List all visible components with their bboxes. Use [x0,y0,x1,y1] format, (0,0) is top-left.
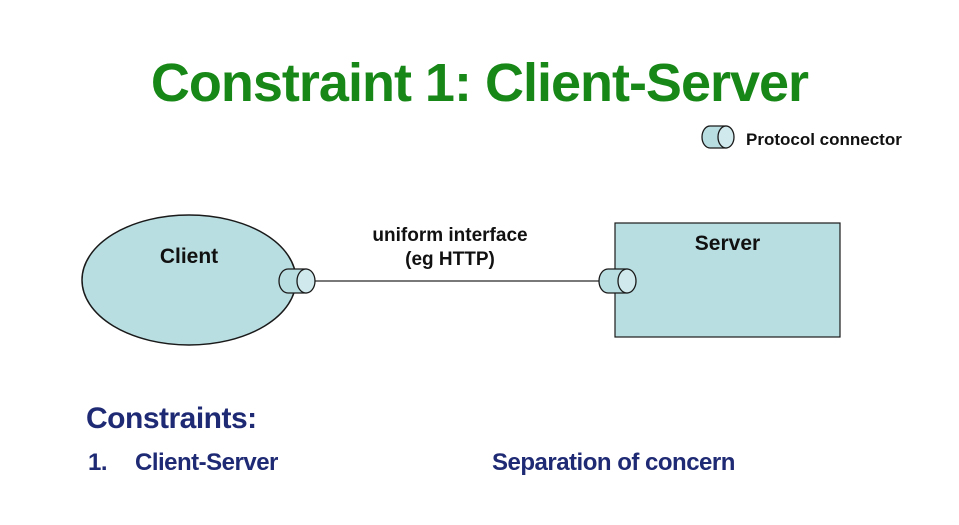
server-protocol-connector [598,268,637,294]
protocol-connector-icon [700,124,736,155]
constraint-item-number: 1. [88,449,108,476]
constraint-item-name: Client-Server [135,449,278,476]
client-protocol-connector [278,268,316,294]
server-node-label: Server [694,232,761,255]
page-title: Constraint 1: Client-Server [150,53,809,113]
constraint-item-benefit: Separation of concern [492,449,735,476]
client-node-label: Client [159,245,219,268]
connection-label-line2: (eg HTTP) [405,249,495,270]
constraint-list-item: 1. Client-Server Separation of concern [0,449,959,479]
constraints-heading: Constraints: [86,402,257,435]
server-node-shape [614,222,841,338]
legend: Protocol connector [700,124,902,155]
client-node-shape [81,214,297,346]
connection-label: uniform interface (eg HTTP) [350,224,550,272]
legend-label: Protocol connector [746,129,902,149]
connection-label-line1: uniform interface [372,225,528,246]
